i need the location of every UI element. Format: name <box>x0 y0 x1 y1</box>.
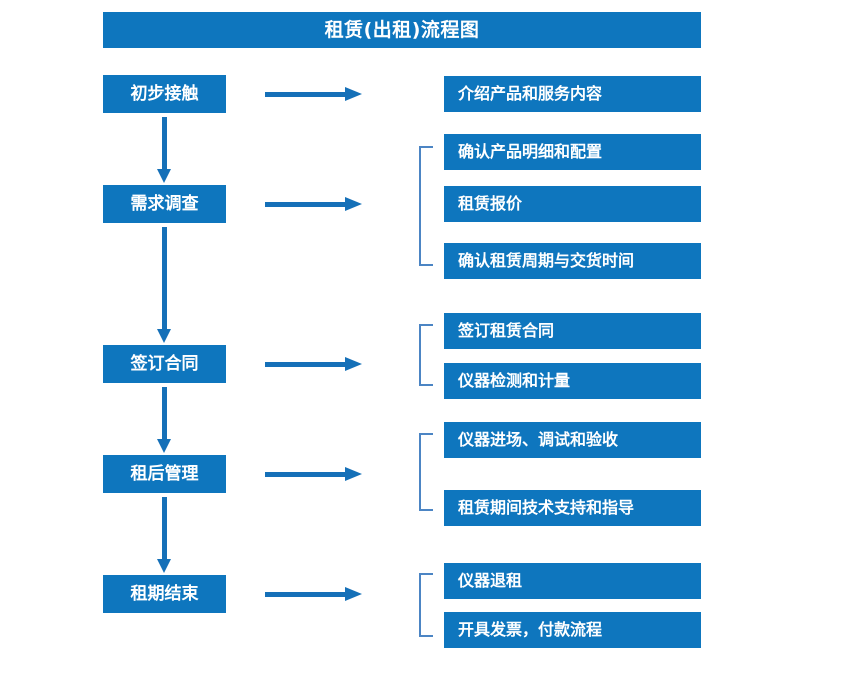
right-arrow-from-sign-contract <box>265 357 362 371</box>
arrow-head-icon <box>157 169 171 183</box>
detail-box-sign-rental-contract[interactable]: 签订租赁合同 <box>444 313 701 349</box>
stage-box-needs-survey[interactable]: 需求调查 <box>103 185 226 223</box>
detail-box-confirm-period-delivery[interactable]: 确认租赁周期与交货时间 <box>444 243 701 279</box>
detail-box-instrument-return[interactable]: 仪器退租 <box>444 563 701 599</box>
arrow-shaft <box>265 202 347 207</box>
detail-label: 仪器进场、调试和验收 <box>458 430 619 449</box>
arrow-shaft <box>265 362 347 367</box>
right-arrow-from-initial-contact <box>265 87 362 101</box>
stage-box-rent-end[interactable]: 租期结束 <box>103 575 226 613</box>
chart-title-bar: 租赁(出租)流程图 <box>103 12 701 48</box>
down-arrow-contact-to-survey <box>157 117 172 183</box>
detail-label: 介绍产品和服务内容 <box>458 84 603 103</box>
detail-box-introduce-products[interactable]: 介绍产品和服务内容 <box>444 76 701 112</box>
stage-label: 需求调查 <box>130 193 199 214</box>
detail-label: 确认租赁周期与交货时间 <box>458 251 635 270</box>
arrow-head-icon <box>345 87 362 101</box>
detail-label: 仪器检测和计量 <box>458 371 571 390</box>
stage-box-after-rent-management[interactable]: 租后管理 <box>103 455 226 493</box>
page-title: 租赁(出租)流程图 <box>324 18 480 41</box>
arrow-shaft <box>162 497 167 559</box>
arrow-shaft <box>162 387 167 439</box>
arrow-head-icon <box>345 467 362 481</box>
arrow-head-icon <box>345 357 362 371</box>
detail-box-instrument-inspection[interactable]: 仪器检测和计量 <box>444 363 701 399</box>
right-arrow-from-needs-survey <box>265 197 362 211</box>
down-arrow-survey-to-contract <box>157 227 172 343</box>
detail-label: 开具发票，付款流程 <box>458 620 603 639</box>
detail-box-invoice-payment[interactable]: 开具发票，付款流程 <box>444 612 701 648</box>
group-bracket-sign-contract <box>419 324 433 386</box>
stage-label: 租期结束 <box>130 583 199 604</box>
arrow-head-icon <box>157 559 171 573</box>
arrow-shaft <box>162 227 167 329</box>
arrow-shaft <box>265 592 347 597</box>
down-arrow-contract-to-management <box>157 387 172 453</box>
stage-label: 租后管理 <box>130 463 199 484</box>
stage-box-initial-contact[interactable]: 初步接触 <box>103 75 226 113</box>
arrow-shaft <box>265 92 347 97</box>
arrow-shaft <box>162 117 167 169</box>
stage-label: 签订合同 <box>130 353 199 374</box>
detail-box-technical-support[interactable]: 租赁期间技术支持和指导 <box>444 490 701 526</box>
detail-box-confirm-product-spec[interactable]: 确认产品明细和配置 <box>444 134 701 170</box>
detail-label: 仪器退租 <box>458 571 523 590</box>
detail-box-rental-quote[interactable]: 租赁报价 <box>444 186 701 222</box>
arrow-head-icon <box>157 329 171 343</box>
arrow-head-icon <box>345 587 362 601</box>
arrow-head-icon <box>345 197 362 211</box>
right-arrow-from-rent-end <box>265 587 362 601</box>
stage-box-sign-contract[interactable]: 签订合同 <box>103 345 226 383</box>
right-arrow-from-after-rent-management <box>265 467 362 481</box>
group-bracket-after-rent-management <box>419 433 433 511</box>
group-bracket-needs-survey <box>419 146 433 266</box>
detail-label: 确认产品明细和配置 <box>458 142 603 161</box>
detail-box-instrument-entry-commission[interactable]: 仪器进场、调试和验收 <box>444 422 701 458</box>
arrow-shaft <box>265 472 347 477</box>
arrow-head-icon <box>157 439 171 453</box>
detail-label: 签订租赁合同 <box>458 321 555 340</box>
group-bracket-rent-end <box>419 573 433 637</box>
down-arrow-management-to-rentend <box>157 497 172 573</box>
detail-label: 租赁期间技术支持和指导 <box>458 498 635 517</box>
stage-label: 初步接触 <box>130 83 199 104</box>
detail-label: 租赁报价 <box>458 194 523 213</box>
